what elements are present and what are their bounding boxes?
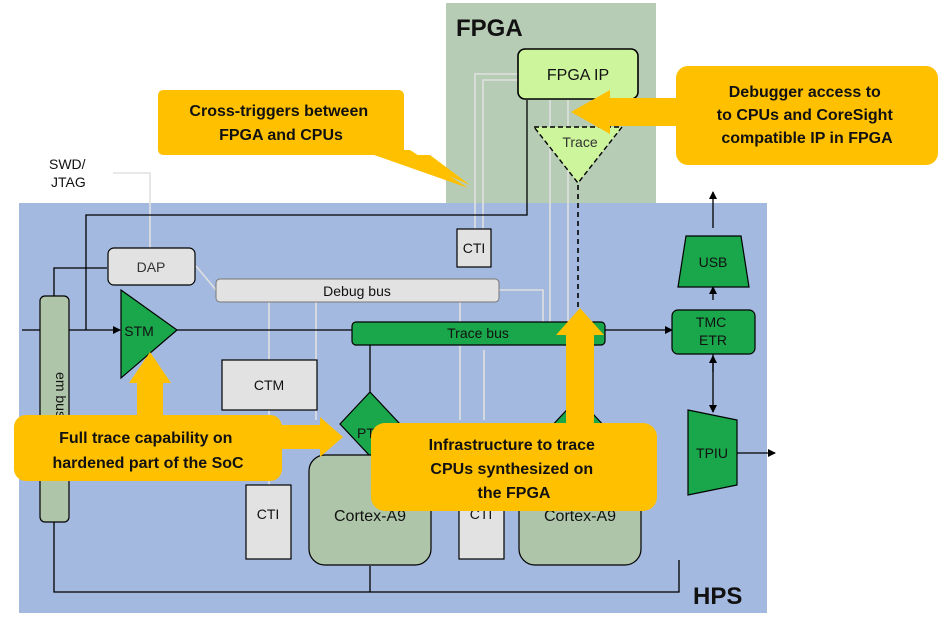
system-bus-label: em bus	[53, 372, 69, 418]
debug-bus-block[interactable]: Debug bus	[215, 278, 500, 303]
dap-block[interactable]: DAP	[107, 247, 196, 286]
tmc-etr-label: TMC ETR	[696, 314, 730, 348]
cortex-a9-left-label: Cortex-A9	[334, 508, 406, 525]
tmc-etr-block[interactable]: TMC ETR	[671, 309, 756, 355]
trace-bus-label: Trace bus	[447, 325, 509, 341]
fpga-ip-block[interactable]: FPGA IP	[517, 48, 639, 100]
usb-block[interactable]: USB	[677, 235, 750, 288]
hps-region-label: HPS	[693, 583, 742, 610]
ptm-left-label: PT	[357, 425, 375, 441]
tpiu-block[interactable]: TPIU	[687, 409, 738, 496]
ctm-label: CTM	[254, 377, 284, 393]
fpga-trace-block[interactable]: Trace	[532, 126, 624, 185]
callout-infrastructure: Infrastructure to trace CPUs synthesized…	[371, 308, 657, 511]
svg-text:Full trace capability on: Full trace capability on hardened part o…	[52, 430, 244, 472]
cti-top-block[interactable]: CTI	[456, 228, 492, 268]
ctm-block[interactable]: CTM	[221, 359, 318, 411]
svg-text:Infrastructure to trace: Infrastructure to trace CPUs synthesized…	[429, 437, 600, 502]
fpga-region-label: FPGA	[456, 15, 523, 42]
svg-text:Cross-triggers between F: Cross-triggers between FPGA and CPUs	[189, 103, 372, 144]
callout-debugger-access: Debugger access to to CPUs and CoreSight…	[571, 66, 938, 165]
cortex-a9-right-label: Cortex-A9	[544, 508, 616, 525]
tpiu-label: TPIU	[696, 445, 728, 461]
debug-bus-label: Debug bus	[323, 283, 391, 299]
system-bus-block[interactable]: em bus	[39, 295, 70, 523]
usb-label: USB	[699, 254, 728, 270]
stm-label: STM	[124, 323, 154, 339]
callout-full-trace: Full trace capability on hardened part o…	[14, 352, 343, 481]
dap-label: DAP	[137, 259, 166, 275]
cti-left-label: CTI	[257, 506, 280, 522]
cti-top-label: CTI	[463, 240, 486, 256]
trace-bus-block[interactable]: Trace bus	[351, 321, 606, 346]
cti-left-block[interactable]: CTI	[245, 484, 292, 560]
fpga-trace-label: Trace	[562, 134, 597, 150]
svg-text:Debugger access to to CP: Debugger access to to CPUs and CoreSight…	[717, 84, 897, 147]
swd-jtag-label: SWD/ JTAG	[49, 156, 89, 190]
fpga-ip-label: FPGA IP	[547, 67, 609, 84]
callout-cross-triggers: Cross-triggers between FPGA and CPUs	[158, 90, 470, 188]
